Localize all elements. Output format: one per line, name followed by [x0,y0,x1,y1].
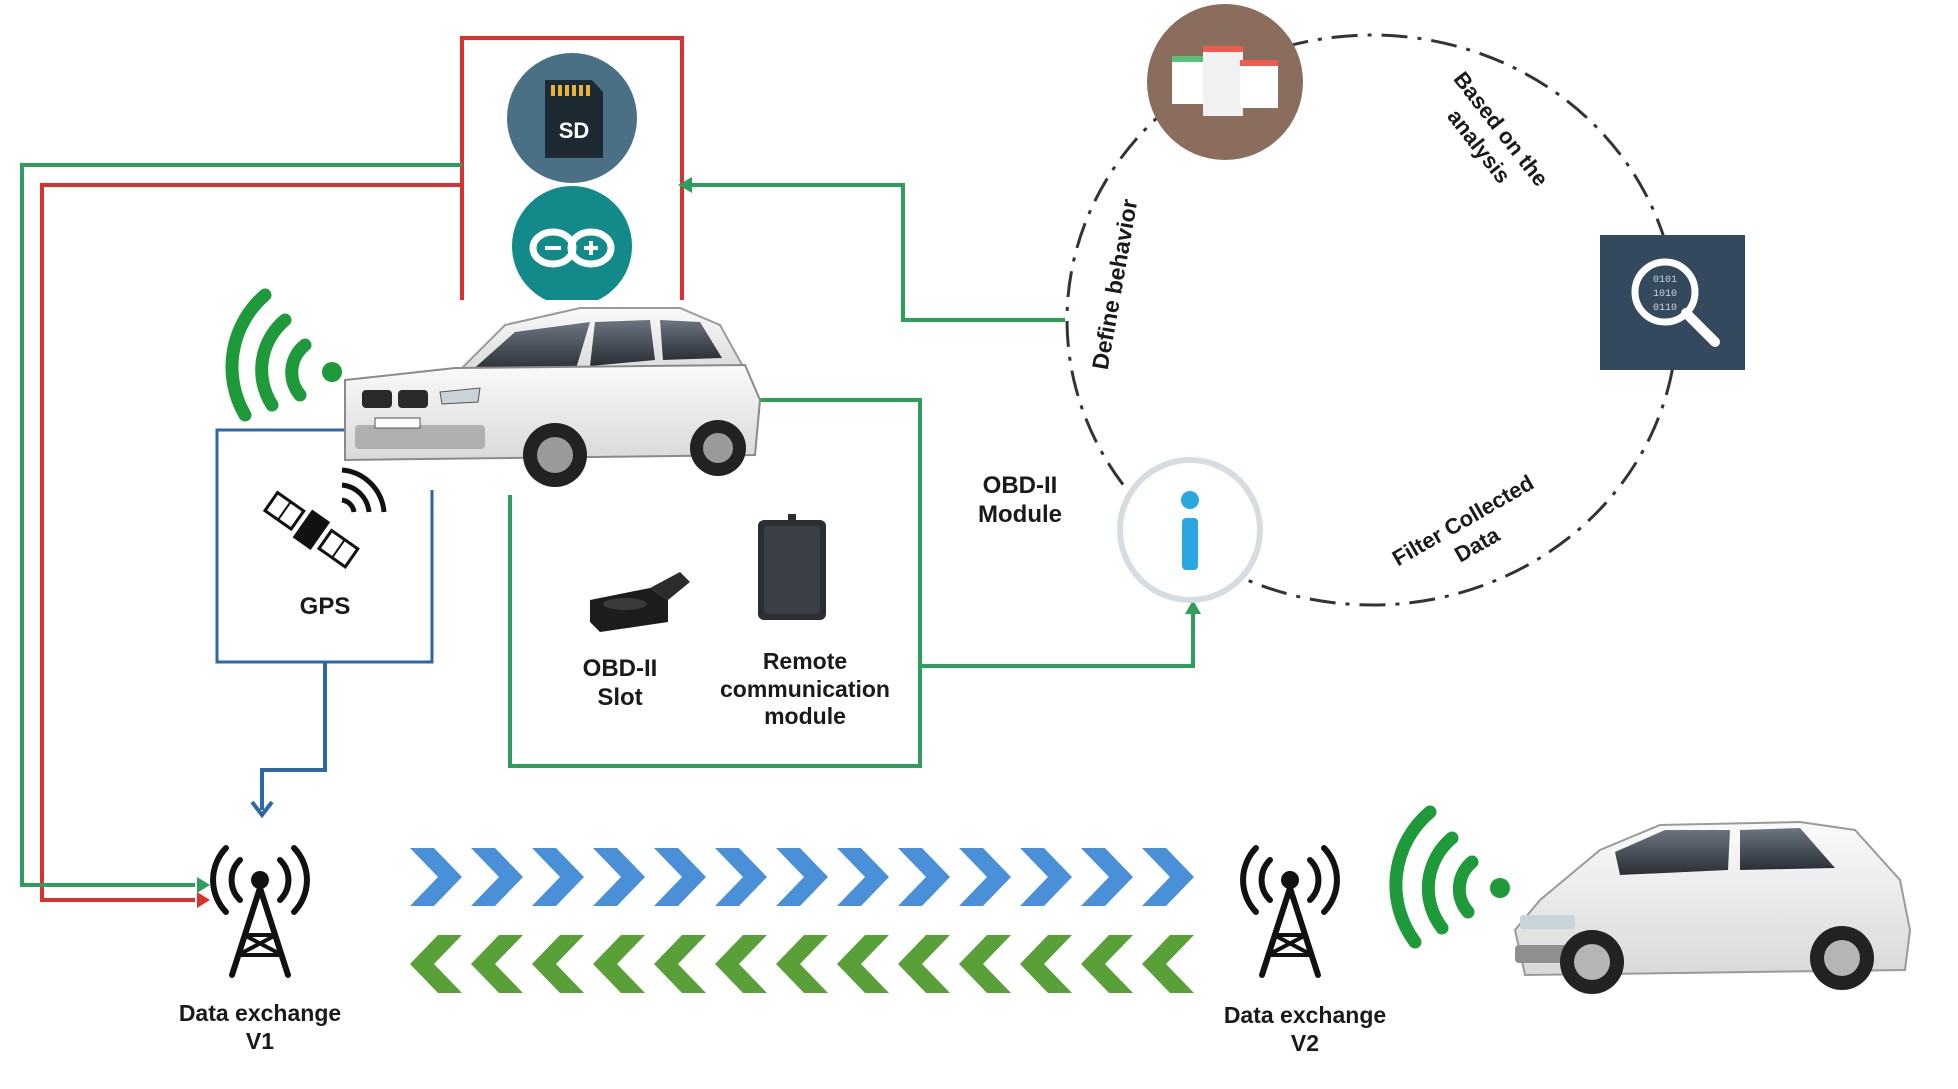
green-obd-box [508,398,922,768]
binary-search-icon: 0101 1010 0110 [1600,235,1745,370]
chevron-right [1020,848,1072,906]
chevron-left [593,935,645,993]
satellite-icon [262,467,387,569]
green-connector-to-info [920,612,1195,668]
chevron-left [1081,935,1133,993]
green-arrowhead-define [678,177,692,193]
green-connector-to-v1 [20,163,462,887]
obd-slot-line1: OBD-II [582,655,658,682]
chevron-left [1020,935,1072,993]
chevron-right [837,848,889,906]
green-arrowhead-v1 [197,877,210,893]
remote-module-label: Remote communication module [700,648,910,731]
chevron-left [898,935,950,993]
chevron-right [410,848,462,906]
chevron-left [837,935,889,993]
v2-line1: Data exchange [1223,1002,1387,1028]
chevron-right [593,848,645,906]
chevron-right [898,848,950,906]
chevron-left [776,935,828,993]
antenna-tower-icon-v2 [1240,845,1340,978]
hatchback-car-icon [1513,820,1912,994]
blue-connector-to-v1 [260,662,327,810]
suv-car-icon [344,300,762,490]
chevron-right [471,848,523,906]
arduino-icon [512,186,632,306]
remote-line1: Remote [762,648,848,674]
gps-label-text: GPS [299,593,351,620]
chevron-left [959,935,1011,993]
data-flow-left-chevrons [410,935,1194,993]
obd-slot-line2: Slot [597,683,643,711]
chevron-left [532,935,584,993]
sd-label: SD [559,118,590,143]
chevron-right [1142,848,1194,906]
green-connector-define [690,183,1065,322]
chevron-left [1142,935,1194,993]
window-stack-icon [1147,4,1303,160]
blue-arrowhead [250,800,274,819]
chevron-right [776,848,828,906]
obd-module-label: OBD-II Module [955,472,1085,530]
v2-line2: V2 [1290,1029,1320,1056]
chevron-right [1081,848,1133,906]
chevron-left [715,935,767,993]
v1-line2: V1 [245,1027,275,1054]
obd-slot-label: OBD-II Slot [555,655,685,713]
remote-line3: module [764,703,846,730]
chevron-right [715,848,767,906]
obd-connector-icon [590,572,690,632]
red-connector-top [460,36,684,305]
chevron-left [654,935,706,993]
svg-text:0110: 0110 [1653,303,1677,314]
wifi-signal-icon-v2 [1389,805,1510,949]
chevron-right [654,848,706,906]
sd-card-icon [507,53,637,183]
gps-label: GPS [270,593,380,622]
info-icon [1117,457,1263,603]
obd-module-line2: Module [978,500,1062,528]
red-arrowhead [197,892,210,908]
v1-line1: Data exchange [178,1000,342,1026]
data-exchange-v1-label: Data exchange V1 [140,1000,380,1055]
remote-line2: communication [720,675,890,702]
antenna-tower-icon-v1 [210,845,310,978]
device-module-icon [758,514,826,620]
data-exchange-v2-label: Data exchange V2 [1185,1002,1425,1057]
obd-module-line1: OBD-II [982,472,1058,499]
data-flow-right-chevrons [410,848,1194,906]
red-connector-to-v1 [40,183,462,902]
chevron-left [410,935,462,993]
wifi-signal-icon [225,288,342,422]
chevron-right [532,848,584,906]
svg-text:1010: 1010 [1653,289,1677,300]
svg-text:0101: 0101 [1653,275,1677,286]
chevron-right [959,848,1011,906]
green-arrowhead-info [1185,600,1201,614]
chevron-left [471,935,523,993]
